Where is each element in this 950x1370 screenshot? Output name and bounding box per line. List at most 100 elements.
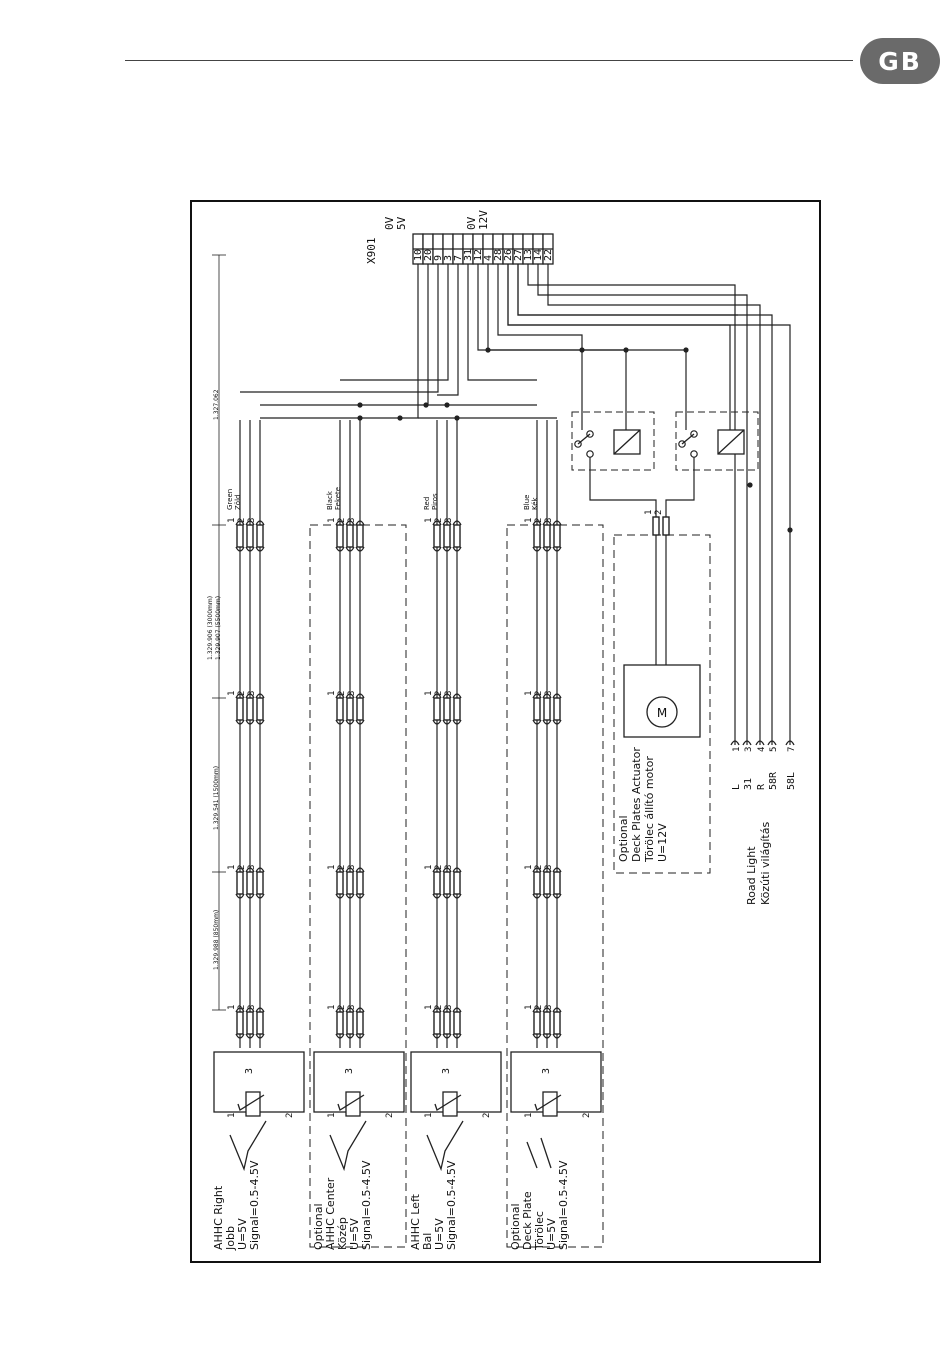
connector-pin	[246, 871, 254, 895]
terminal-block-name: X901	[365, 238, 378, 265]
connector-pin-number: 2	[237, 865, 247, 870]
potentiometer-pin: 1	[327, 1113, 337, 1118]
connector-hood	[255, 867, 265, 873]
connector-pin	[443, 871, 451, 895]
motor-frame	[623, 664, 701, 738]
sensor-label: U=5V	[348, 1218, 361, 1250]
connector-hood	[235, 719, 245, 725]
connector-hood	[432, 867, 442, 873]
sensor-label: Signal=0.5-4.5V	[557, 1160, 570, 1250]
junction-dot	[623, 347, 629, 353]
wire-color-label: Zöld	[234, 495, 242, 510]
wire	[437, 264, 459, 396]
junction-dot	[357, 402, 363, 408]
connector-pin-number: 3	[544, 1005, 554, 1010]
connector-hood	[532, 693, 542, 699]
connector-pin	[356, 524, 364, 548]
connector-pin	[553, 524, 561, 548]
wire	[497, 264, 583, 430]
road-light-terminal-name: L	[731, 784, 742, 790]
connector-pin	[336, 524, 344, 548]
connector-pin	[433, 871, 441, 895]
terminal-pin-number: 13	[523, 249, 534, 261]
connector-pin-number: 2	[534, 865, 544, 870]
connector-pin	[453, 1011, 461, 1035]
connector-pin	[453, 524, 461, 548]
voltage-label: 0V	[465, 216, 478, 230]
junction-dot	[397, 415, 403, 421]
terminal-pin-number: 20	[423, 249, 434, 261]
wire	[507, 264, 791, 745]
sensor-label: Signal=0.5-4.5V	[248, 1160, 261, 1250]
connector-pin-number: 2	[434, 691, 444, 696]
connector-pin-number: 2	[337, 865, 347, 870]
junction-dot	[423, 402, 429, 408]
connector-hood	[245, 1033, 255, 1039]
connector-pin	[256, 524, 264, 548]
connector-hood	[542, 1007, 552, 1013]
wire-color-label: Green	[226, 489, 234, 510]
connector-hood	[355, 893, 365, 899]
connector-hood	[542, 520, 552, 526]
connector-pin-number: 1	[327, 518, 337, 523]
wire-color-label: Red	[423, 497, 431, 510]
connector-pin-number: 1	[227, 691, 237, 696]
junction-dot	[747, 482, 753, 488]
connector-hood	[355, 693, 365, 699]
connector-pin-number: 3	[247, 691, 257, 696]
actuator-label: Optional	[617, 815, 630, 862]
connector-hood	[452, 546, 462, 552]
connector-pin-number: 1	[424, 518, 434, 523]
connector-hood	[335, 1007, 345, 1013]
potentiometer-pin: 1	[424, 1113, 434, 1118]
connector-hood	[432, 693, 442, 699]
connector-pin-number: 2	[434, 518, 444, 523]
sensor-label: U=5V	[545, 1218, 558, 1250]
connector-pin	[336, 1011, 344, 1035]
potentiometer-pin: 1	[524, 1113, 534, 1118]
connector-hood	[532, 893, 542, 899]
connector-hood	[552, 719, 562, 725]
sensor-label: Signal=0.5-4.5V	[360, 1160, 373, 1250]
road-light-label: Road Light	[745, 846, 758, 905]
connector-hood	[345, 893, 355, 899]
connector-hood	[552, 867, 562, 873]
components	[212, 233, 795, 1248]
connector-hood	[442, 1033, 452, 1039]
connector-hood	[452, 719, 462, 725]
connector-pin	[533, 871, 541, 895]
actuator-label: Deck Plates Actuator	[630, 747, 643, 862]
wire	[547, 264, 761, 745]
potentiometer-pin: 2	[385, 1113, 395, 1118]
connector-hood	[542, 693, 552, 699]
connector-hood	[235, 693, 245, 699]
road-light-connector	[785, 740, 795, 746]
road-light-connector	[730, 740, 740, 746]
connector-hood	[552, 893, 562, 899]
connector-hood	[452, 693, 462, 699]
connector-pin-number: 1	[227, 865, 237, 870]
connector-hood	[245, 693, 255, 699]
connector-pin-number: 2	[337, 691, 347, 696]
connector-hood	[245, 520, 255, 526]
road-light-label: Közúti világítás	[759, 822, 772, 905]
actuator-connector-pin	[652, 516, 660, 536]
connector-hood	[355, 719, 365, 725]
connector-pin-number: 2	[337, 518, 347, 523]
wires	[239, 264, 791, 1048]
relay-box	[571, 411, 655, 471]
connector-hood	[552, 1007, 562, 1013]
connector-pin-number: 2	[434, 865, 444, 870]
connector-hood	[442, 693, 452, 699]
connector-hood	[255, 893, 265, 899]
road-light-terminal-name: 58L	[786, 772, 797, 790]
connector-hood	[442, 867, 452, 873]
relay-box	[675, 411, 759, 471]
connector-pin-number: 2	[237, 691, 247, 696]
connector-hood	[345, 719, 355, 725]
relay-coil-diagonal	[613, 429, 641, 455]
motor-icon	[646, 696, 678, 728]
connector-pin	[346, 1011, 354, 1035]
connector-hood	[235, 867, 245, 873]
cable-label: 1.329.988 (850mm)	[213, 910, 220, 970]
